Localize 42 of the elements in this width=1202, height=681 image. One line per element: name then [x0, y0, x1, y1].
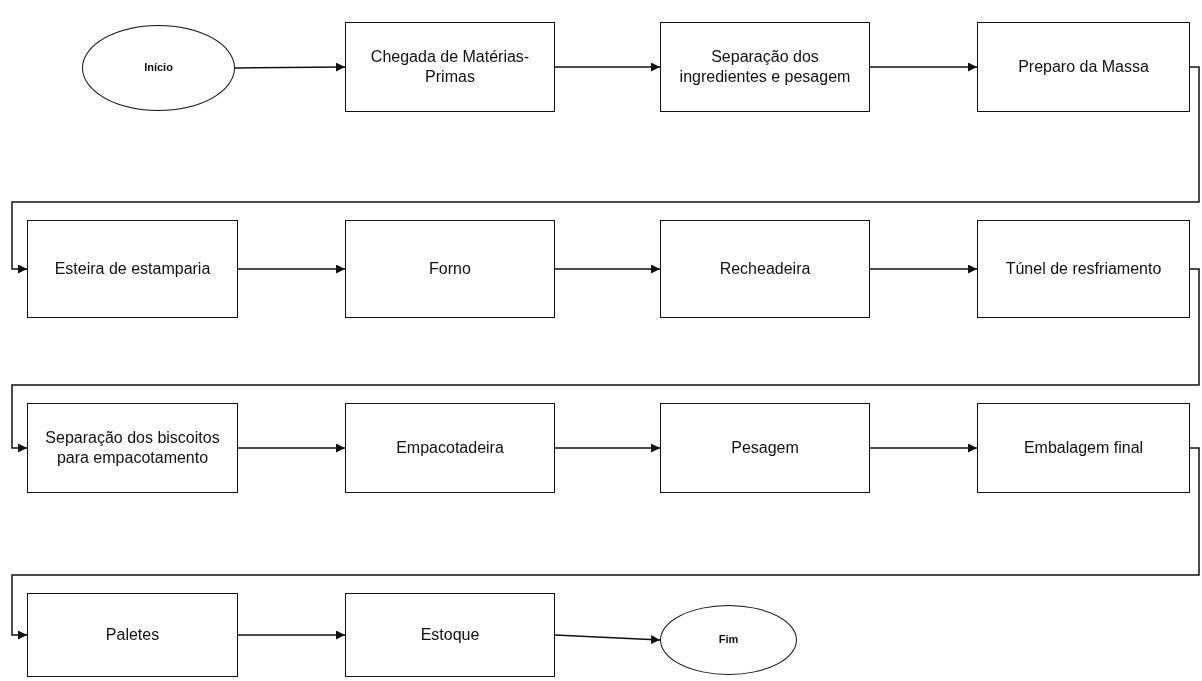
process-box: [345, 220, 555, 318]
arrow: [554, 634, 661, 645]
node-text: Chegada de Matérias-Primas: [369, 47, 531, 87]
process-box: [660, 220, 870, 318]
arrow: [554, 62, 661, 72]
arrow: [237, 443, 346, 453]
process-box: [27, 220, 238, 318]
arrow: [234, 62, 346, 72]
node-text: Fim: [718, 633, 739, 647]
node-text: Embalagem final: [1023, 438, 1144, 458]
node-text: Início: [144, 61, 173, 75]
arrow: [237, 264, 346, 274]
process-box: [27, 403, 238, 493]
node-text: Empacotadeira: [396, 438, 504, 458]
node-text: Pesagem: [731, 438, 799, 458]
arrow: [869, 62, 978, 72]
process-box: [345, 403, 555, 493]
node-text: Separação dos biscoitos para empacotamento: [44, 428, 221, 468]
arrow: [11, 447, 1200, 640]
process-box: [27, 593, 238, 677]
arrow: [554, 264, 661, 274]
process-box: [660, 403, 870, 493]
node-text: Paletes: [105, 625, 160, 645]
node-text: Preparo da Massa: [1018, 57, 1149, 77]
arrow: [869, 443, 978, 453]
node-text: Túnel de resfriamento: [1005, 259, 1162, 279]
arrow: [869, 264, 978, 274]
node-text: Estoque: [420, 625, 480, 645]
arrow: [554, 443, 661, 453]
node-text: Recheadeira: [719, 259, 811, 279]
process-box: [977, 22, 1190, 112]
arrow: [11, 66, 1200, 274]
node-text: Esteira de estamparia: [54, 259, 211, 279]
process-box: [977, 403, 1190, 493]
process-box: [977, 220, 1190, 318]
node-text: Separação dos ingredientes e pesagem: [678, 47, 852, 87]
arrow: [11, 268, 1200, 453]
process-box: [660, 22, 870, 112]
process-box: [345, 22, 555, 112]
process-box: [345, 593, 555, 677]
arrow: [237, 630, 346, 640]
node-text: Forno: [429, 259, 471, 279]
